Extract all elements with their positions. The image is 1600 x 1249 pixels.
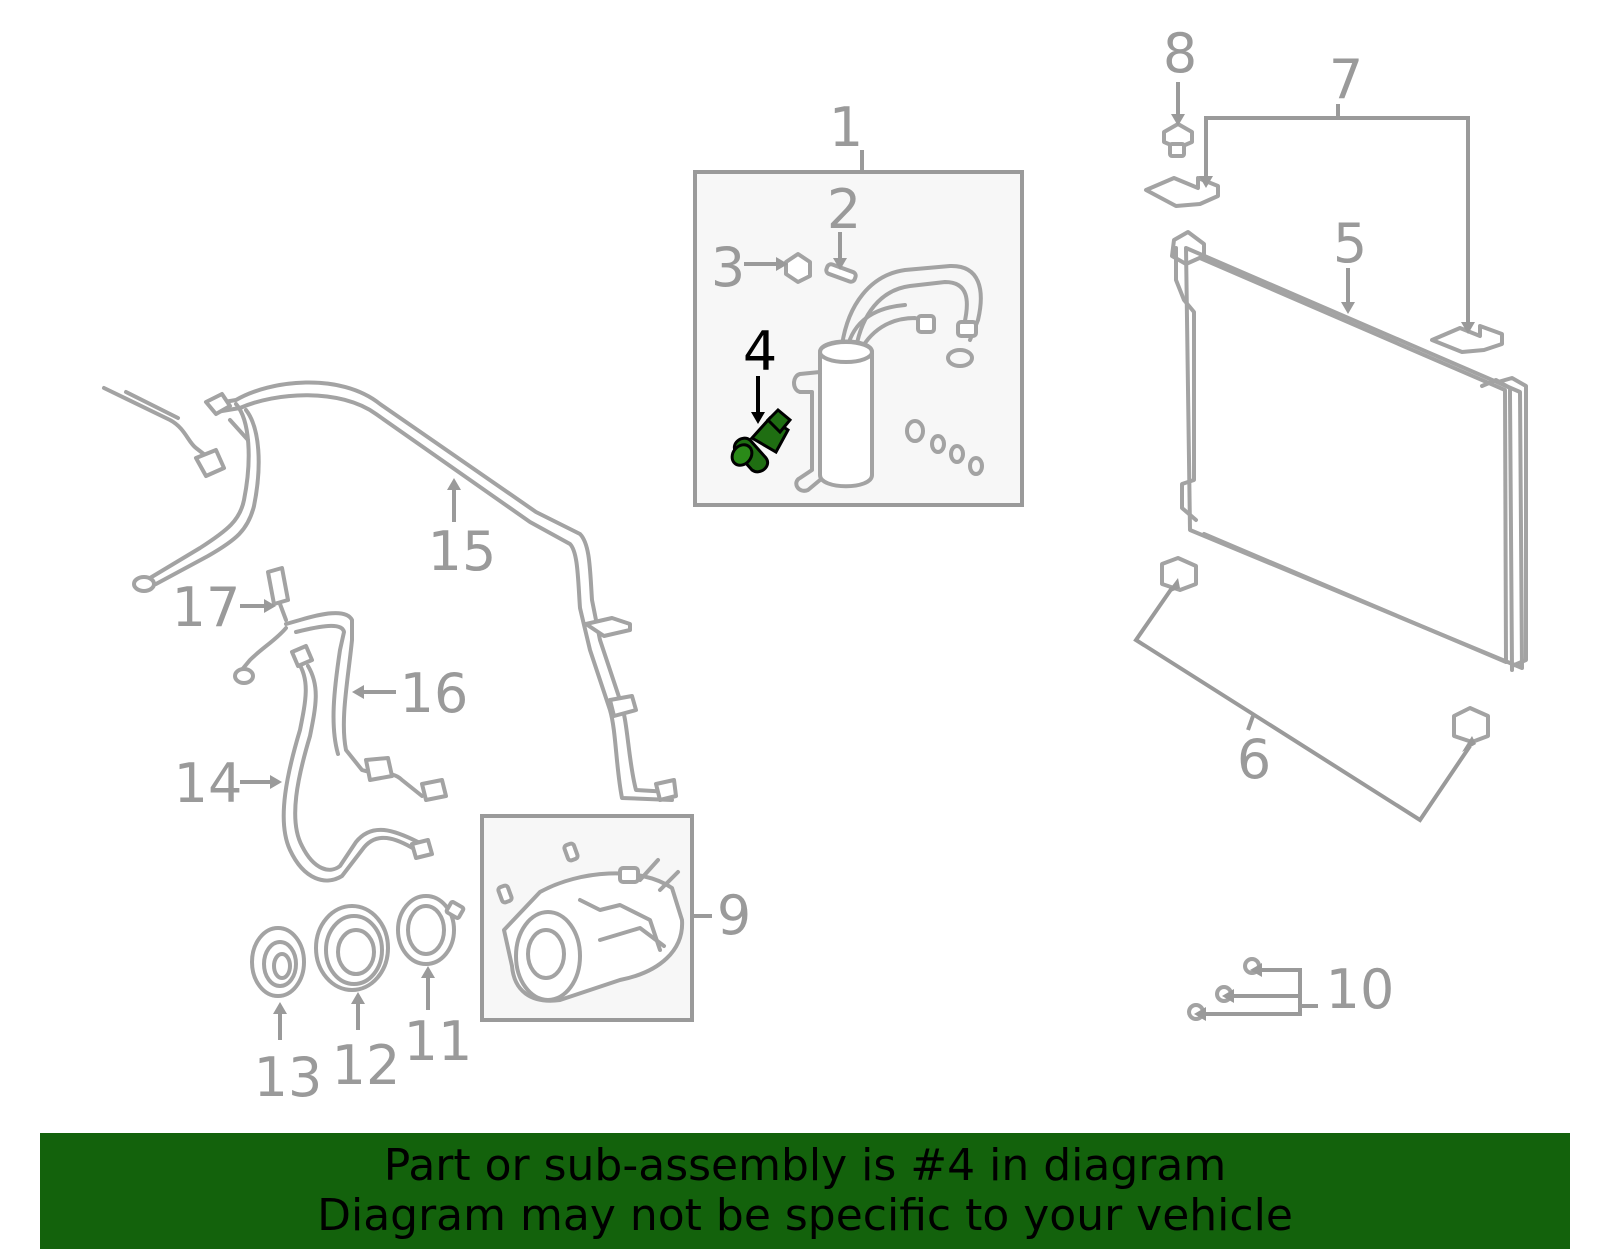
part-15-ac-line[interactable] — [102, 380, 678, 802]
banner-line-disclaimer: Diagram may not be specific to your vehi… — [317, 1190, 1293, 1241]
part-9-compressor[interactable] — [496, 841, 685, 1003]
callout-8[interactable]: 8 — [1163, 22, 1197, 85]
part-4-pressure-switch[interactable] — [728, 407, 793, 474]
callout-5[interactable]: 5 — [1333, 212, 1367, 275]
callout-6[interactable]: 6 — [1237, 728, 1271, 791]
callout-1[interactable]: 1 — [829, 96, 863, 159]
callout-17[interactable]: 17 — [172, 576, 241, 639]
info-banner: Part or sub-assembly is #4 in diagram Di… — [40, 1133, 1570, 1249]
callout-2[interactable]: 2 — [827, 178, 861, 241]
callout-15[interactable]: 15 — [428, 520, 497, 583]
callout-13[interactable]: 13 — [254, 1046, 323, 1109]
part-1-receiver-drier[interactable] — [792, 263, 984, 493]
part-2-seal[interactable] — [824, 262, 858, 284]
callout-labels: 1 2 3 4 5 6 7 8 9 10 11 12 13 14 15 16 1… — [172, 22, 1395, 1109]
callout-7[interactable]: 7 — [1329, 48, 1363, 111]
callout-16[interactable]: 16 — [400, 662, 469, 725]
callout-3[interactable]: 3 — [711, 236, 745, 299]
part-13-clutch-hub[interactable] — [250, 926, 306, 998]
part-8-bolt[interactable] — [1162, 122, 1194, 158]
part-5-condenser[interactable] — [1170, 230, 1528, 672]
callout-9[interactable]: 9 — [717, 884, 751, 947]
banner-line-part: Part or sub-assembly is #4 in diagram — [383, 1140, 1227, 1191]
callout-11[interactable]: 11 — [404, 1010, 473, 1073]
part-7-brackets[interactable] — [1144, 104, 1504, 354]
part-11-coil[interactable] — [396, 894, 466, 966]
part-10-bolts[interactable] — [1149, 893, 1318, 1021]
part-17-sensor[interactable] — [266, 566, 290, 622]
callout-12[interactable]: 12 — [332, 1034, 401, 1097]
part-16-ac-line[interactable] — [233, 611, 448, 802]
part-14-ac-line[interactable] — [281, 644, 434, 883]
leader-arrows — [240, 82, 1476, 1040]
callout-14[interactable]: 14 — [174, 752, 243, 815]
callout-10[interactable]: 10 — [1326, 958, 1395, 1021]
callout-4[interactable]: 4 — [743, 320, 777, 383]
part-6-mounts[interactable] — [1133, 556, 1490, 823]
part-3-nut[interactable] — [784, 252, 812, 284]
part-12-pulley[interactable] — [314, 904, 390, 992]
